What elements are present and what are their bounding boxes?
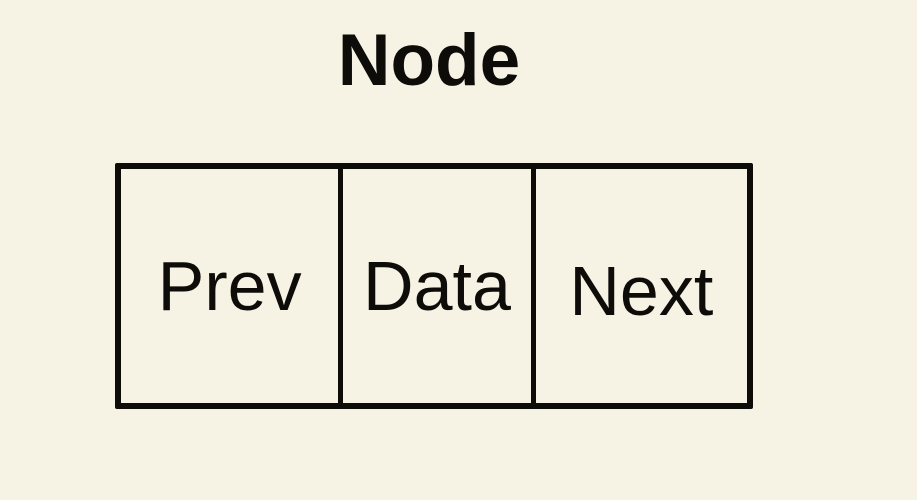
node-box: Prev Data Next bbox=[115, 163, 753, 409]
node-cell-next: Next bbox=[536, 169, 747, 403]
node-cell-prev: Prev bbox=[121, 169, 338, 403]
node-cell-next-label: Next bbox=[569, 252, 714, 330]
node-cell-data-label: Data bbox=[363, 247, 511, 325]
node-cell-data: Data bbox=[338, 169, 536, 403]
node-cell-prev-label: Prev bbox=[157, 247, 302, 325]
diagram-title: Node bbox=[337, 20, 521, 101]
